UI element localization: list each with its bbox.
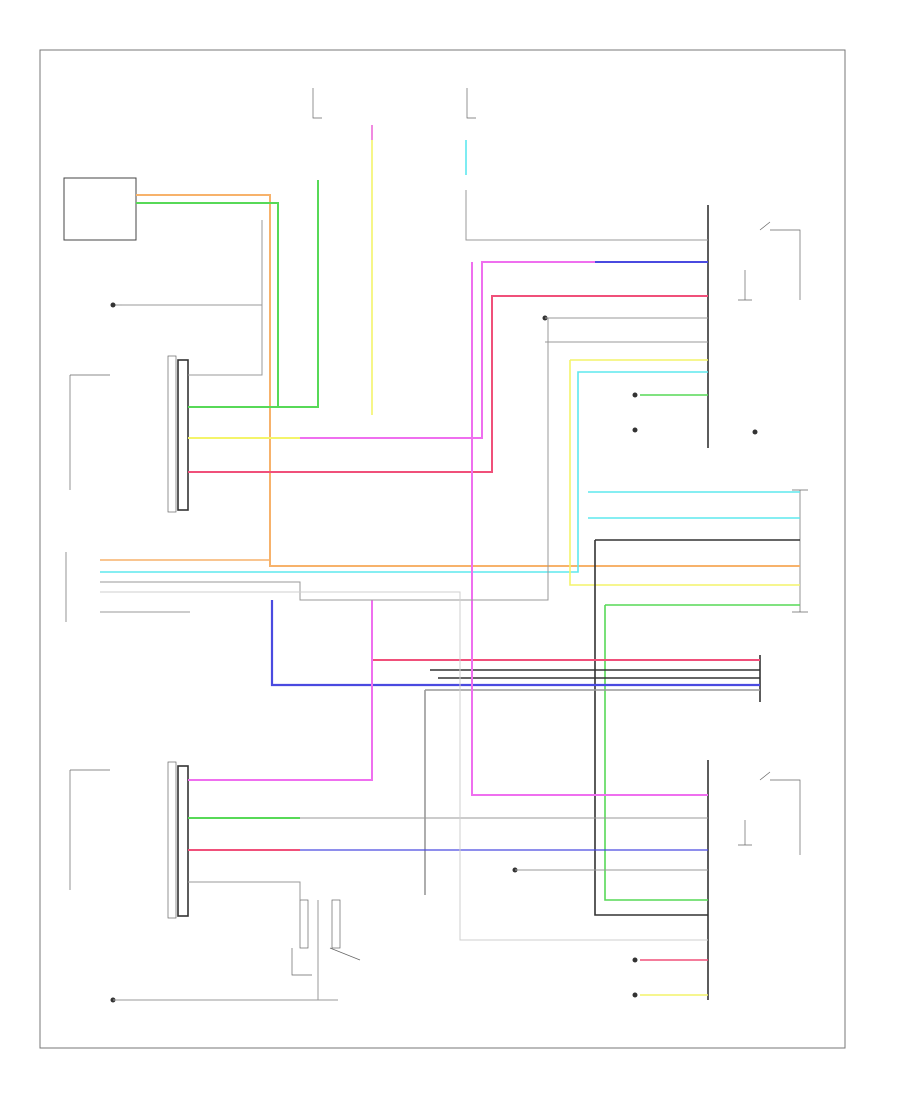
passenger-sensor-2 <box>331 899 341 949</box>
left-heater-element <box>759 221 801 300</box>
right-switch-frame <box>69 769 110 890</box>
wire-cyan-10 <box>100 371 708 573</box>
right-fuse <box>466 88 476 119</box>
wire-gray-37 <box>188 305 263 376</box>
right-heater-element <box>759 771 801 855</box>
diagram-border <box>39 49 846 1049</box>
wire-yellow-13 <box>569 359 800 586</box>
wire-gray-21 <box>424 689 760 895</box>
left-ground-dot <box>110 302 116 308</box>
passenger-switch <box>291 947 361 976</box>
left-control-connector <box>177 359 189 511</box>
wire-group <box>100 125 800 1001</box>
left-heater-ground-dot-3 <box>752 429 758 435</box>
left-heater-ground-dot-2 <box>632 427 638 433</box>
right-heater-ground-symbol <box>738 820 752 846</box>
wire-pink-22 <box>188 600 373 781</box>
left-switch-frame <box>69 374 110 490</box>
wire-pink-23 <box>471 262 708 796</box>
wire-gray-38 <box>100 318 549 601</box>
wire-pink-5 <box>300 261 708 439</box>
left-heater-ground-symbol <box>738 270 752 301</box>
right-control-connector <box>177 765 189 917</box>
wire-gray-36 <box>122 220 263 306</box>
left-fuse <box>312 88 322 119</box>
wire-blue-17 <box>270 600 760 687</box>
wire-green-15 <box>604 604 800 901</box>
right-heater-ground-dot <box>632 957 638 963</box>
right-heater-ground-dot-2 <box>632 992 638 998</box>
top-left-module-box <box>63 177 137 241</box>
left-control-body <box>167 355 177 513</box>
wire-green-1 <box>136 180 319 408</box>
passenger-sensor <box>299 899 309 949</box>
right-control-body <box>167 761 177 919</box>
wire-orange-0 <box>136 194 800 567</box>
wire-dark-16 <box>594 539 800 916</box>
left-heater-ground-dot <box>632 392 638 398</box>
wire-gray-28 <box>188 881 301 900</box>
wire-gray-35 <box>465 190 708 241</box>
wire-red-7 <box>188 295 708 473</box>
wire-light_gray-39 <box>100 591 708 941</box>
left-front-seat-module <box>792 489 808 613</box>
